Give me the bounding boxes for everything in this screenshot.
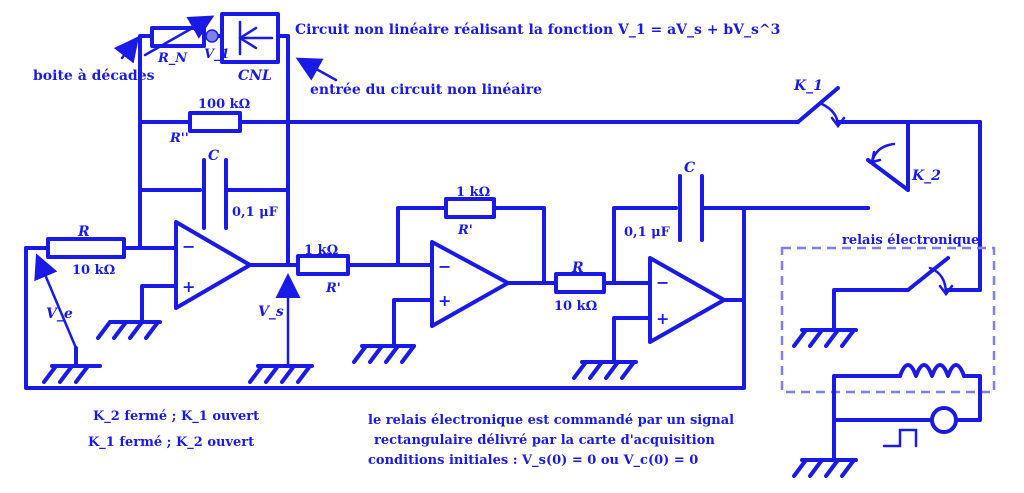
label-vs: V_s — [258, 304, 284, 320]
label-r-fb-value: 1 kΩ — [456, 185, 490, 200]
opamp3-plus: + — [656, 309, 669, 328]
opamp3-minus: − — [656, 273, 669, 292]
r-second-resistor — [188, 111, 242, 133]
r3-resistor — [554, 272, 606, 294]
relay-dashed-box — [780, 246, 996, 394]
label-r-prime: R' — [325, 281, 341, 296]
label-r-fb: R' — [457, 223, 473, 238]
label-relais: relais électronique — [842, 233, 979, 248]
label-c2-value: 0,1 μF — [624, 225, 671, 240]
label-c1-value: 0,1 μF — [232, 205, 279, 220]
signal-source — [930, 406, 958, 434]
label-note1: le relais électronique est commandé par … — [368, 413, 734, 428]
label-r-in-value: 10 kΩ — [72, 263, 115, 278]
label-r-prime-value: 1 kΩ — [304, 243, 338, 258]
r-prime-resistor — [296, 254, 350, 276]
k1-switch — [796, 86, 840, 124]
label-boite-decades: boite à décades — [33, 68, 155, 84]
cnl-branch — [113, 12, 338, 267]
label-c2: C — [684, 160, 695, 176]
opamp1-stage — [24, 220, 746, 390]
label-note3: conditions initiales : V_s(0) = 0 ou V_c… — [368, 453, 698, 468]
label-state2: K_1 fermé ; K_2 ouvert — [88, 435, 254, 450]
label-state1: K_2 fermé ; K_1 ouvert — [93, 409, 259, 424]
opamp2-plus: + — [438, 291, 451, 310]
label-c-top: C — [208, 148, 219, 164]
label-ve: V_e — [46, 306, 73, 322]
relay-switch — [906, 256, 950, 292]
opamp2-minus: − — [438, 257, 451, 276]
label-rn: R_N — [157, 51, 188, 66]
r-feedback-resistor — [444, 197, 496, 219]
opamp3 — [648, 256, 726, 344]
relay-coil — [898, 363, 966, 378]
label-note2: rectangulaire délivré par la carte d'acq… — [374, 433, 715, 448]
k2-switch — [866, 158, 910, 192]
label-entree-cnl: entrée du circuit non linéaire — [310, 82, 542, 98]
label-cnl: CNL — [238, 68, 272, 84]
label-k1: K_1 — [793, 78, 823, 94]
relay-block — [780, 246, 996, 478]
opamp2-stage — [296, 197, 558, 364]
c1-branch — [138, 158, 290, 230]
r-second-branch — [138, 86, 982, 292]
v1-node — [205, 29, 219, 43]
opamp3-stage — [554, 174, 870, 380]
label-k2: K_2 — [911, 168, 941, 184]
label-r3: R — [571, 260, 584, 276]
label-r-in: R — [77, 224, 90, 240]
opamp1-plus: + — [182, 277, 195, 296]
label-r-second-value: 100 kΩ — [198, 97, 250, 112]
opamp1-minus: − — [182, 237, 195, 256]
opamp1 — [174, 220, 252, 310]
label-v1: V_1 — [204, 47, 230, 62]
r-input-resistor — [46, 237, 126, 259]
label-r-second: R'' — [169, 131, 189, 146]
label-cnl-title: Circuit non linéaire réalisant la foncti… — [295, 22, 780, 38]
opamp2 — [430, 240, 510, 328]
label-r3-value: 10 kΩ — [554, 299, 597, 314]
